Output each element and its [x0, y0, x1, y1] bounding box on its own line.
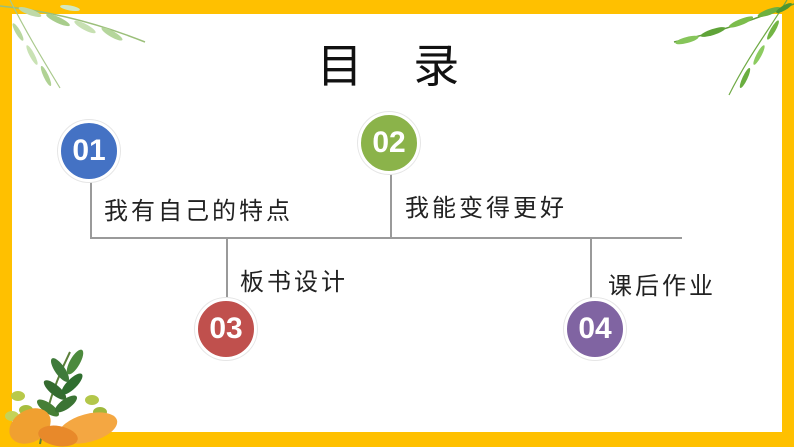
connector-03	[226, 238, 228, 300]
page-title: 目 录	[316, 39, 478, 93]
item-label[interactable]: 板书设计	[240, 268, 348, 296]
connector-04	[590, 238, 592, 300]
item-number-badge[interactable]: 04	[564, 298, 626, 360]
item-label[interactable]: 我能变得更好	[405, 194, 567, 222]
item-number-badge[interactable]: 03	[195, 298, 257, 360]
willow-leaves-icon	[673, 0, 794, 96]
connector-01	[90, 180, 92, 238]
willow-leaves-icon	[0, 0, 146, 89]
slide-canvas	[12, 14, 782, 432]
item-label[interactable]: 我有自己的特点	[104, 197, 293, 225]
item-number-badge[interactable]: 02	[358, 112, 420, 174]
item-number-badge[interactable]: 01	[58, 120, 120, 182]
autumn-leaves-icon	[5, 349, 118, 447]
timeline-axis	[90, 237, 682, 239]
connector-02	[390, 172, 392, 238]
item-label[interactable]: 课后作业	[608, 272, 716, 300]
